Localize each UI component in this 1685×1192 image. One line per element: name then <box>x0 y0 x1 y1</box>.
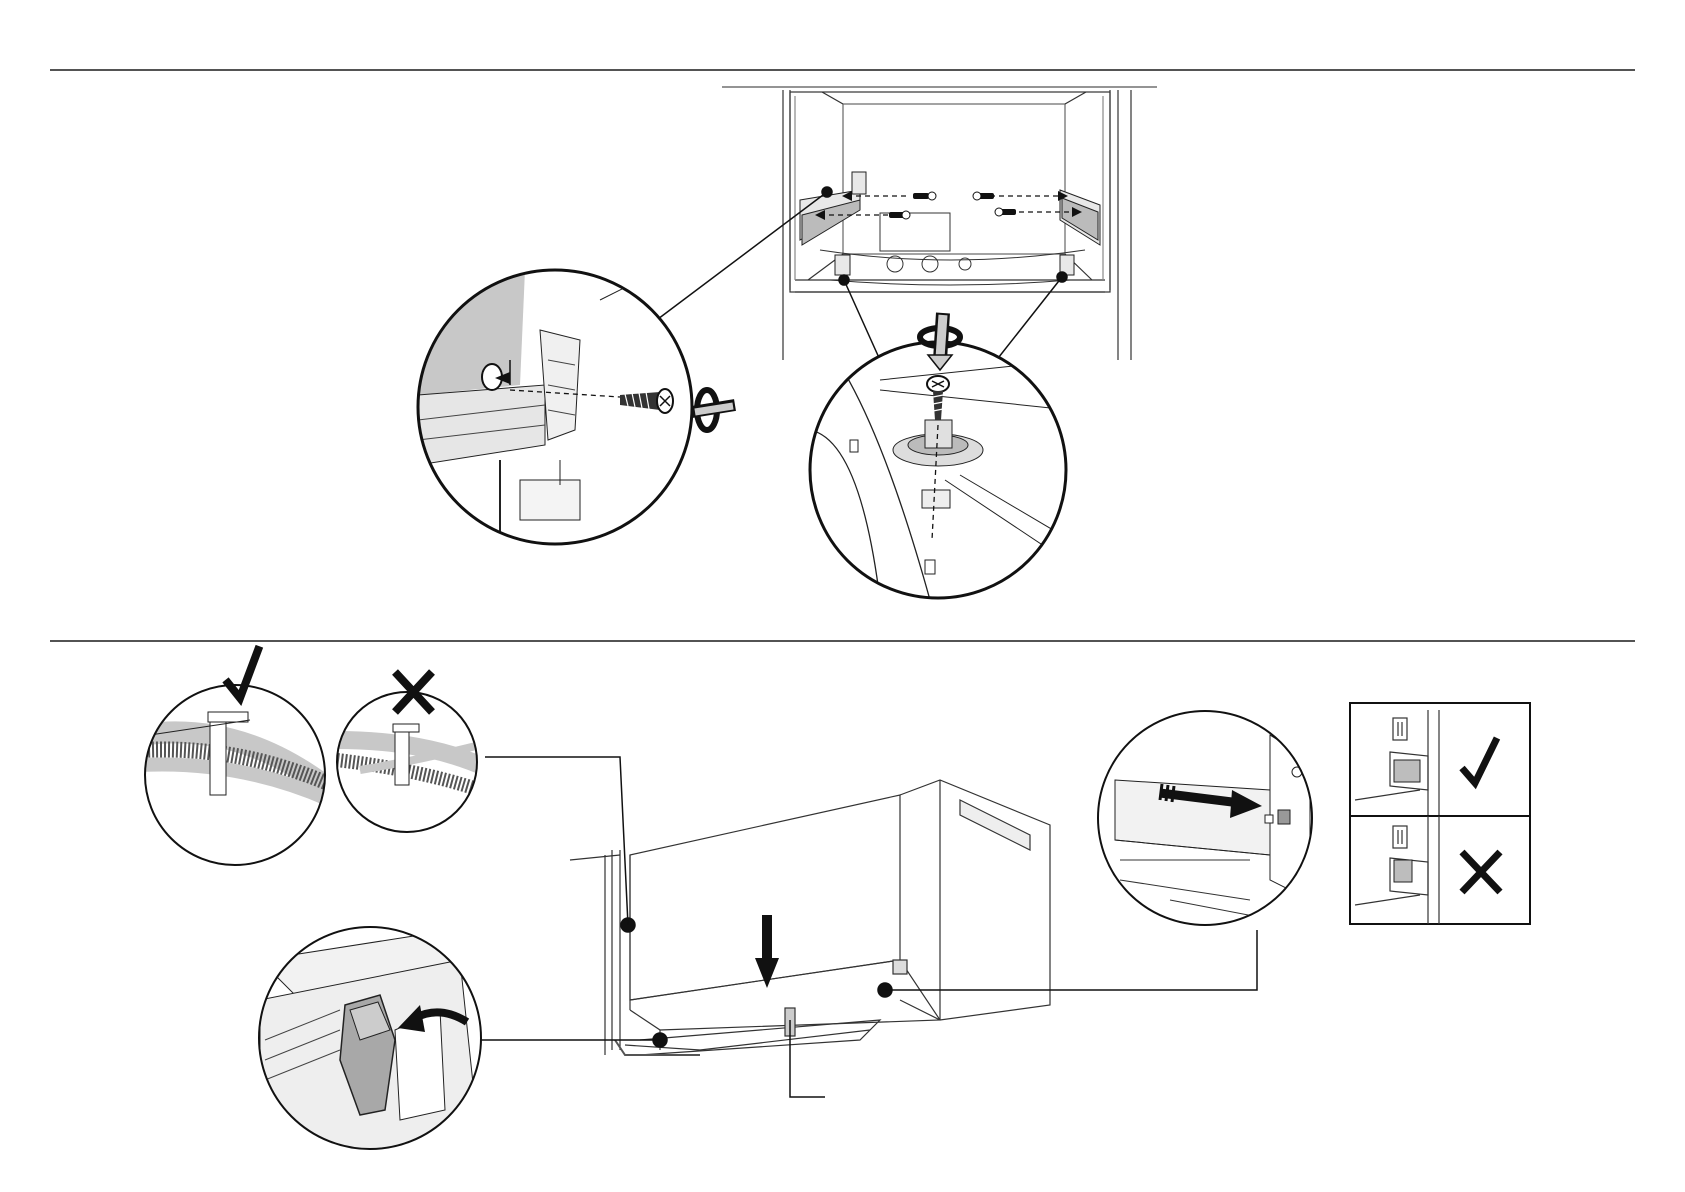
arrow-icon <box>755 915 779 988</box>
rotate-icon <box>692 390 735 430</box>
callout-cable-correct <box>140 650 330 870</box>
drawer-unit <box>570 780 1050 1055</box>
left-rail <box>800 172 866 275</box>
comparison-panel-correct <box>1350 703 1530 816</box>
comparison-panel-incorrect <box>1350 816 1530 924</box>
callout-rail-screw <box>418 250 735 550</box>
callout-clip <box>259 927 481 1150</box>
right-rail <box>1060 190 1100 275</box>
screw-icon <box>889 192 1016 219</box>
callout-foot-screw <box>808 313 1070 600</box>
callout-rail-slide <box>1098 711 1312 925</box>
cabinet-base-details <box>820 213 1085 285</box>
callout-cable-incorrect <box>337 672 480 832</box>
